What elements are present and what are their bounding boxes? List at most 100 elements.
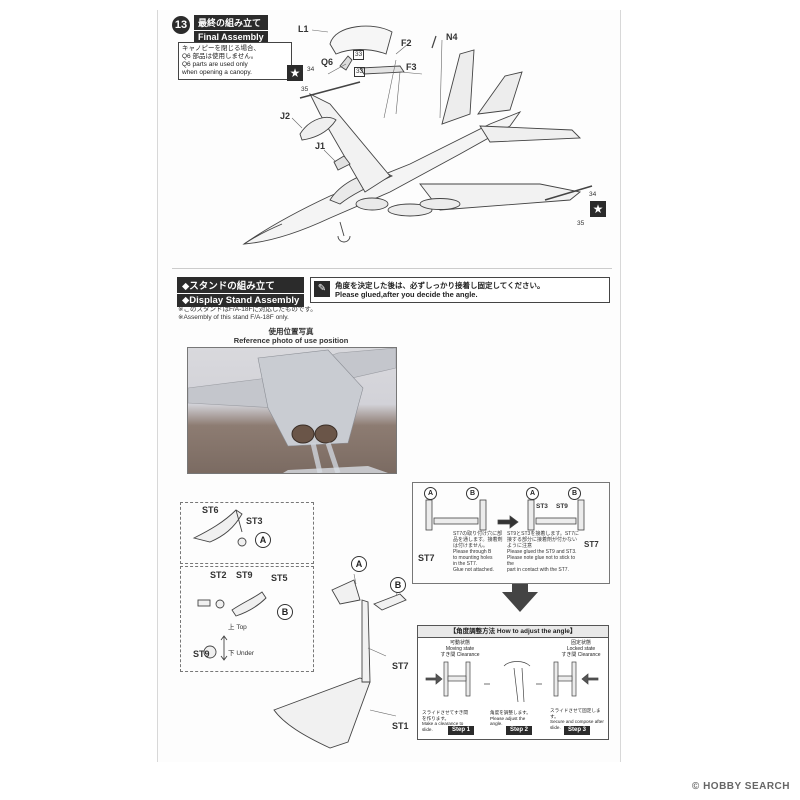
decal-33-a: 33 [353, 50, 365, 60]
moving-state-en: Moving state [445, 646, 475, 652]
locked-state-label: 固定状態 Locked state すき間 Clearance [558, 640, 604, 658]
insert-note-right: ST9とST3を接着します。ST7に接する部分に接着剤が付かないように注意 Pl… [507, 531, 579, 573]
insert-diagram-box [412, 482, 610, 584]
part-st9-detail [203, 645, 217, 659]
adjust-title-en: How to adjust the angle】 [496, 628, 577, 635]
label-under: 下 Under [228, 650, 254, 658]
insert-note-left-en-1: Please through B [453, 549, 492, 555]
insert-note-right-en-2: Please note glue not to stick to the [507, 555, 576, 567]
fuel-tank-1 [387, 203, 433, 217]
insert-note-right-jp: ST9とST3を接着します。ST7に接する部分に接着剤が付かないように注意 [507, 531, 580, 549]
star-marker-left: ★ [287, 65, 303, 81]
leader-a [353, 573, 399, 717]
decal-35-right: 35 [577, 220, 585, 227]
marker-a-insert-right: A [526, 487, 539, 500]
down-arrow-icon [502, 592, 538, 612]
step2-note: 角度を調整します。 Please adjust the angle. [490, 710, 534, 727]
vertical-tail-1 [441, 49, 475, 125]
post-a-left [425, 499, 433, 531]
stand-pole-st7 [361, 599, 371, 683]
wingtip-missile-right [544, 185, 593, 201]
step3-note: スライドさせて固定します。 Secure and compose after s… [550, 708, 606, 730]
photo-caption-en: Reference photo of use position [233, 336, 349, 345]
insert-note-left-en-4: Glue not attached. [453, 567, 494, 573]
step1-badge: Step 1 [448, 726, 475, 735]
decal-34-left: 34 [307, 66, 315, 73]
glue-icon: ✎ [314, 281, 330, 297]
insert-note-left: ST7の取り付け穴に部品を通します。接着剤は付けません。 Please thro… [453, 531, 505, 573]
adjust-title-jp: 【角度調整方法 [449, 628, 496, 635]
label-st3-insert: ST3 [536, 503, 548, 510]
post-a-right [527, 499, 535, 531]
part-label-n4: N4 [446, 32, 458, 42]
post-b-left [479, 499, 487, 531]
step2-note-jp: 角度を調整します。 [490, 710, 531, 715]
step-title-jp: 最終の組み立て [194, 15, 268, 30]
moving-state-label: 可動状態 Moving state すき間 Clearance [440, 640, 480, 658]
marker-a-insert-left: A [424, 487, 437, 500]
locked-state-jp: 固定状態 [570, 640, 591, 646]
canopy-note: キャノピーを閉じる場合、 Q6 部品は使用しません。 Q6 parts are … [178, 42, 292, 80]
label-st7-insert-left: ST7 [418, 553, 435, 563]
part-j1 [333, 155, 351, 171]
decal-33-b: 33 [354, 67, 366, 77]
part-label-f3: F3 [406, 62, 417, 72]
arrow-top-under [220, 635, 228, 661]
label-st1: ST1 [392, 721, 409, 731]
stand-title-en: ◆Display Stand Assembly [177, 294, 305, 307]
rod-right [535, 517, 577, 525]
subassembly-drawings [192, 509, 267, 661]
stand-main-drawing [273, 573, 407, 749]
down-arrow-stem [512, 584, 528, 594]
photo-caption: 使用位置写真 Reference photo of use position [187, 327, 395, 345]
step2-note-en: Please adjust the angle. [490, 715, 526, 727]
step2-badge: Step 2 [506, 726, 533, 735]
insert-diagram [425, 499, 585, 531]
label-under-jp: 下 [228, 650, 235, 657]
insert-note-left-jp: ST7の取り付け穴に部品を通します。接着剤は付けません。 [453, 531, 503, 549]
part-st9-shape [215, 599, 225, 609]
part-label-f2: F2 [401, 38, 412, 48]
subassembly-a-box [180, 502, 314, 564]
locked-state-en: Locked state [566, 646, 596, 652]
watermark-text: HOBBY SEARCH [703, 781, 790, 792]
nose-cone [243, 223, 283, 245]
canopy-note-en-1: Q6 parts are used only [182, 61, 248, 68]
stand-title-jp: ◆スタンドの組み立て [177, 277, 305, 293]
part-label-q6: Q6 [321, 57, 334, 67]
stand-base-st1 [273, 677, 371, 749]
step3-badge: Step 3 [564, 726, 591, 735]
stand-arm-b [373, 593, 407, 611]
insert-note-left-en-2: to mounting holes [453, 555, 493, 561]
section-divider [172, 268, 612, 269]
reference-photo-aircraft [188, 348, 396, 473]
post-b-right [577, 499, 585, 531]
stand-compat-note-en: ※Assembly of this stand F/A-18F only. [178, 314, 289, 321]
label-st2: ST2 [210, 570, 227, 580]
part-label-j1: J1 [315, 141, 326, 151]
wingtip-missile-left [299, 81, 361, 99]
adjust-diagrams [425, 661, 599, 703]
marker-b-insert-left: B [466, 487, 479, 500]
part-n4 [431, 35, 437, 49]
arrow-insert [497, 515, 519, 529]
photo-caption-jp: 使用位置写真 [268, 327, 314, 336]
label-st7-insert-right: ST7 [584, 540, 599, 549]
label-st3: ST3 [246, 516, 263, 526]
stand-compat-note-jp: ※このスタンドはF/A-18Fに対応したものです。 [178, 306, 317, 313]
nose-gear [337, 221, 351, 243]
part-st5-shape [231, 591, 267, 617]
step1-note: スライドさせてすき間を作ります。 Make a clearance to sli… [422, 710, 472, 732]
label-st9-insert: ST9 [556, 503, 568, 510]
marker-a-stand: A [351, 556, 367, 572]
decal-35-left: 35 [301, 86, 309, 93]
rod-left [433, 517, 479, 525]
part-label-j2: J2 [280, 111, 291, 121]
step1-note-en: Make a clearance to slide. [422, 721, 464, 732]
clearance-label-3: すき間 Clearance [561, 652, 601, 658]
label-st9-lower: ST9 [193, 649, 210, 659]
label-top-jp: 上 [228, 624, 235, 631]
horizontal-stabilizer [479, 125, 582, 143]
label-st5: ST5 [271, 573, 288, 583]
stand-title: ◆スタンドの組み立て ◆Display Stand Assembly [177, 277, 305, 307]
